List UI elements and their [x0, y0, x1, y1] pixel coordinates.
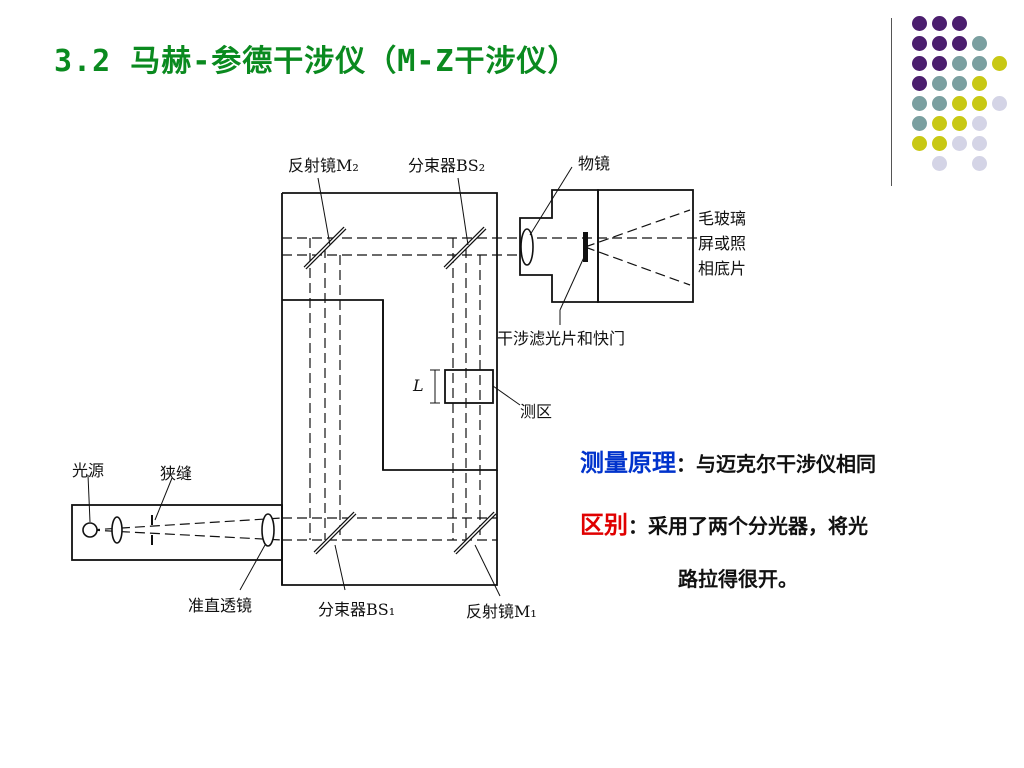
- objective-lens: [520, 228, 534, 266]
- decor-dot: [912, 136, 927, 151]
- decor-dot: [932, 36, 947, 51]
- decor-dot: [952, 16, 967, 31]
- input-tube: [71, 504, 283, 561]
- decor-dot: [952, 56, 967, 71]
- difference-key: 区别: [580, 511, 628, 539]
- decor-dot: [972, 156, 987, 171]
- housing-upper-outline: [282, 192, 498, 471]
- decor-dot: [952, 36, 967, 51]
- label-slit: 狭缝: [160, 464, 193, 483]
- decor-dot: [912, 76, 927, 91]
- decor-dot: [932, 136, 947, 151]
- label-test-zone: 测区: [520, 402, 553, 421]
- decor-dot: [932, 156, 947, 171]
- decor-dot: [932, 16, 947, 31]
- decor-dot: [952, 76, 967, 91]
- collimator-lens: [261, 513, 275, 547]
- mz-interferometer-diagram: [71, 166, 700, 597]
- label-length-l: L: [413, 376, 424, 395]
- camera-box: [597, 189, 694, 303]
- decor-dot: [972, 76, 987, 91]
- label-mirror-m2: 反射镜M₂: [288, 156, 359, 175]
- label-filter-shutter: 干涉滤光片和快门: [497, 329, 626, 348]
- light-source-bulb: [82, 522, 98, 538]
- decor-dot: [972, 116, 987, 131]
- decor-dot: [912, 56, 927, 71]
- principle-line: 测量原理：与迈克尔干涉仪相同: [580, 443, 876, 478]
- decor-dot: [972, 136, 987, 151]
- principle-value: ：与迈克尔干涉仪相同: [676, 452, 876, 476]
- decor-dot: [952, 116, 967, 131]
- decor-dot: [912, 36, 927, 51]
- decor-dot: [972, 96, 987, 111]
- decor-dot: [972, 36, 987, 51]
- decor-dot: [952, 136, 967, 151]
- housing-outline: [281, 193, 498, 586]
- decor-dot: [952, 96, 967, 111]
- decor-dot: [932, 96, 947, 111]
- slide-title: 3.2 马赫-参德干涉仪（M-Z干涉仪）: [54, 44, 579, 79]
- decor-dot: [992, 96, 1007, 111]
- label-objective: 物镜: [578, 154, 611, 173]
- decor-dot: [932, 56, 947, 71]
- label-light-source: 光源: [72, 461, 105, 480]
- difference-line-2: 路拉得很开。: [678, 567, 798, 591]
- condenser-lens: [111, 516, 123, 544]
- label-screen-1: 毛玻璃: [698, 209, 747, 228]
- label-collimator: 准直透镜: [188, 596, 253, 615]
- label-mirror-m1: 反射镜M₁: [466, 602, 537, 621]
- label-beamsplitter-bs2: 分束器BS₂: [408, 156, 486, 175]
- difference-line: 区别：采用了两个分光器，将光: [580, 505, 868, 540]
- filter-shutter-plate: [583, 232, 588, 262]
- test-zone-box: [444, 369, 494, 404]
- decor-dot: [932, 76, 947, 91]
- decor-dot: [992, 56, 1007, 71]
- decor-divider: [891, 18, 892, 186]
- principle-key: 测量原理: [580, 449, 676, 477]
- decor-dot: [932, 116, 947, 131]
- label-beamsplitter-bs1: 分束器BS₁: [318, 600, 396, 619]
- decor-dot: [912, 16, 927, 31]
- decor-dot: [912, 96, 927, 111]
- decor-dot: [912, 116, 927, 131]
- decor-dot: [972, 56, 987, 71]
- difference-value: ：采用了两个分光器，将光: [628, 514, 868, 538]
- label-screen-3: 相底片: [698, 259, 747, 278]
- label-screen-2: 屏或照: [698, 234, 747, 253]
